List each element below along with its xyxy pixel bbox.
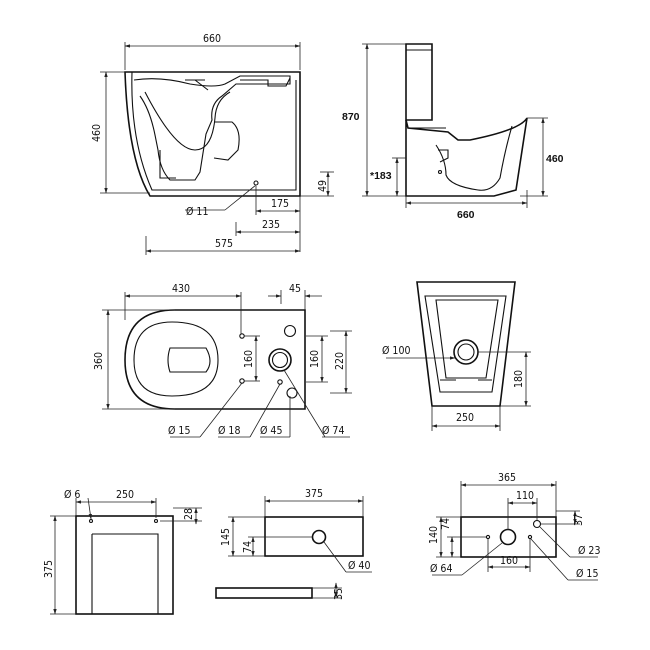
dim-160b: 160 xyxy=(309,350,321,368)
dim-74-base: 74 xyxy=(440,518,452,530)
dim-235: 235 xyxy=(262,219,280,231)
dim-74-lid: 74 xyxy=(242,541,254,553)
hole-d74: Ø 74 xyxy=(322,425,344,437)
front-outlet: Ø 100 xyxy=(382,345,410,357)
lid-hole-d40: Ø 40 xyxy=(348,560,370,572)
dim-145: 145 xyxy=(220,528,232,546)
dim-183: *183 xyxy=(370,170,392,182)
dim-360: 360 xyxy=(93,352,105,370)
dim-575: 575 xyxy=(215,238,233,250)
base-hole-d23: Ø 23 xyxy=(578,545,600,557)
hole-d18: Ø 18 xyxy=(218,425,240,437)
cistern-front-view: 250 Ø 6 375 28 xyxy=(43,489,202,615)
base-hole-d64: Ø 64 xyxy=(430,563,452,575)
side-section-view: 660 460 Ø 11 175 235 575 49 xyxy=(91,33,334,255)
dim-375-lid: 375 xyxy=(305,488,323,500)
dim-160-base: 160 xyxy=(500,555,518,567)
base-hole-d15: Ø 15 xyxy=(576,568,598,580)
dim-175: 175 xyxy=(271,198,289,210)
cistern-base-view: 365 110 140 74 37 160 Ø 23 Ø 64 Ø 15 xyxy=(428,472,600,581)
dim-250-front: 250 xyxy=(456,412,474,424)
dim-220: 220 xyxy=(334,352,346,370)
dim-28: 28 xyxy=(183,508,195,520)
dim-870: 870 xyxy=(342,111,360,123)
cistern-hole-d6: Ø 6 xyxy=(64,489,80,501)
dim-37: 37 xyxy=(573,514,585,526)
hole-d15: Ø 15 xyxy=(168,425,190,437)
dim-250-cistern: 250 xyxy=(116,489,134,501)
dim-460: 460 xyxy=(91,124,103,142)
plan-view: 430 45 360 160 160 220 Ø 15 Ø 18 Ø 45 xyxy=(93,283,352,438)
cistern-lid-view: 375 145 74 Ø 40 35 xyxy=(215,488,372,600)
dim-660: 660 xyxy=(203,33,221,45)
dim-660-elev: 660 xyxy=(457,209,475,221)
front-view: Ø 100 250 180 xyxy=(382,281,531,431)
dim-160a: 160 xyxy=(243,350,255,368)
dim-365: 365 xyxy=(498,472,516,484)
dim-35: 35 xyxy=(333,588,345,600)
dim-d11: Ø 11 xyxy=(186,206,208,218)
dim-430: 430 xyxy=(172,283,190,295)
dim-180: 180 xyxy=(513,370,525,388)
side-elevation-view: 870 *183 460 660 xyxy=(342,43,564,221)
dim-460-right: 460 xyxy=(546,153,564,165)
dim-45: 45 xyxy=(289,283,301,295)
hole-d45: Ø 45 xyxy=(260,425,282,437)
dim-49: 49 xyxy=(317,180,329,192)
dim-375-height: 375 xyxy=(43,560,55,578)
dim-140: 140 xyxy=(428,526,440,544)
dim-110: 110 xyxy=(516,490,534,502)
